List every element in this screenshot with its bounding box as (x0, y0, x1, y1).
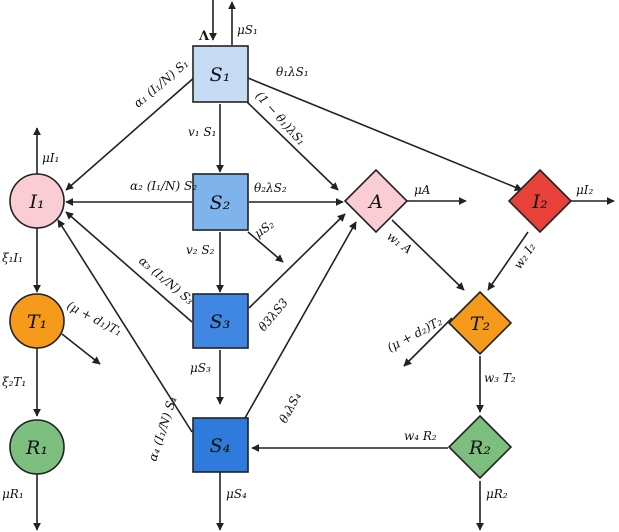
label-theta4: θ₄λS₄ (276, 390, 304, 426)
label-xi2: ξ₂T₁ (2, 375, 26, 389)
label-lambda-in: Λ (198, 29, 210, 44)
label-mu-i1: μI₁ (42, 151, 59, 165)
label-theta2: θ₂λS₂ (254, 181, 287, 195)
node-i1-circle (9, 173, 65, 229)
edge-s1-i2 (247, 77, 523, 191)
label-mu-s3: μS₃ (190, 361, 211, 375)
node-s2-box (192, 173, 249, 231)
label-mu-r1: μR₁ (2, 487, 24, 501)
label-mu-d1: (μ + d₁)T₁ (65, 298, 125, 339)
node-a-diamond (343, 168, 409, 234)
edge-t2-mu (403, 317, 453, 367)
node-s2-label: S₂ (210, 192, 231, 214)
edge-i2-t2 (487, 231, 529, 291)
node-t1-label: T₁ (27, 311, 47, 333)
node-t2-label: T₂ (470, 313, 490, 335)
edges (33, 0, 615, 531)
label-mu-s1: μS₁ (237, 23, 258, 37)
edge-s4-a (244, 221, 357, 419)
label-w3: w₃ T₂ (484, 371, 516, 385)
edge-s2-mu (247, 231, 284, 263)
label-v2: v₂ S₂ (186, 243, 215, 257)
edge-s3-i1 (65, 211, 193, 323)
node-s4-box (192, 417, 249, 473)
label-alpha2: α₂ (I₁/N) S₂ (130, 179, 197, 193)
node-s1-label: S₁ (210, 64, 231, 86)
label-mu-i2: μI₂ (576, 183, 594, 197)
node-s1-box (192, 45, 249, 103)
edge-a-t2 (391, 219, 465, 291)
node-a-label: A (367, 191, 383, 213)
nodes: S₁ S₂ S₃ S₄ I₁ T₁ R₁ A I₂ T₂ R₂ (9, 45, 573, 480)
node-s4-label: S₄ (210, 435, 231, 457)
label-alpha1: α₁ (I₁/N) S₁ (131, 56, 191, 110)
node-r1-label: R₁ (25, 437, 48, 459)
edge-s1-a (244, 99, 339, 191)
label-mu-r2: μR₂ (486, 487, 508, 501)
label-w2: w₂ I₂ (511, 240, 539, 272)
label-one-minus-theta1: (1 − θ₁)λS₁ (253, 89, 308, 148)
node-i2-diamond (507, 168, 573, 234)
node-s3-box (192, 293, 249, 349)
edge-labels: Λ μS₁ θ₁λS₁ α₁ (I₁/N) S₁ v₁ S₁ (1 − θ₁)λ… (2, 23, 594, 501)
label-mu-s4: μS₄ (226, 487, 247, 501)
edge-t1-mu (61, 333, 101, 365)
node-t1-circle (9, 293, 65, 349)
label-mu-a: μA (414, 183, 431, 197)
node-i1-label: I₁ (28, 191, 44, 213)
node-t2-diamond (447, 290, 513, 356)
label-theta1-s1: θ₁λS₁ (276, 65, 309, 79)
node-r2-diamond (447, 414, 513, 480)
label-alpha4: α₄ (I₁/N) S₄ (146, 395, 180, 463)
edge-s1-i1 (65, 75, 197, 191)
node-s3-label: S₃ (210, 311, 231, 333)
node-r2-label: R₂ (468, 437, 491, 459)
label-mu-s2: μS₂ (252, 217, 277, 241)
node-i2-label: I₂ (531, 191, 547, 213)
edge-s4-i1 (57, 219, 193, 433)
label-xi1: ξ₁I₁ (2, 251, 23, 265)
label-w4: w₄ R₂ (404, 429, 437, 443)
label-w1: w₁ A (384, 229, 415, 257)
label-v1: v₁ S₁ (188, 125, 216, 139)
node-r1-circle (9, 419, 65, 475)
edge-s3-a (248, 213, 346, 309)
label-theta3: θ3λS3 (256, 295, 292, 334)
